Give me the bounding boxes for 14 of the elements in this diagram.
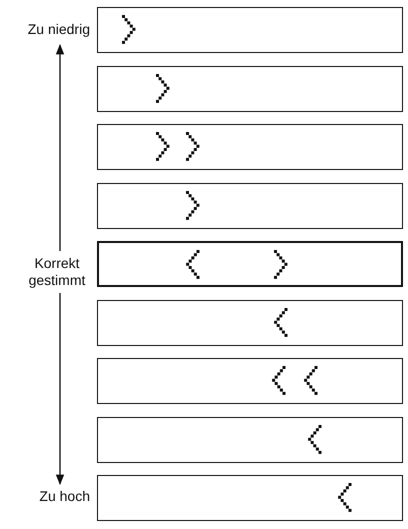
display-panel <box>97 66 403 112</box>
display-panel <box>97 124 403 170</box>
display-panel <box>97 241 403 287</box>
scale-label: Korrekt gestimmt <box>10 255 104 291</box>
scale-label: Zu hoch <box>2 488 90 506</box>
display-panel <box>97 7 403 53</box>
scale-label: Zu niedrig <box>2 21 90 39</box>
display-panel <box>97 416 403 462</box>
display-panel <box>97 300 403 346</box>
arrow <box>56 44 64 251</box>
display-panel <box>97 475 403 521</box>
display-panel <box>97 182 403 228</box>
display-panel <box>97 358 403 404</box>
arrow <box>56 293 64 486</box>
